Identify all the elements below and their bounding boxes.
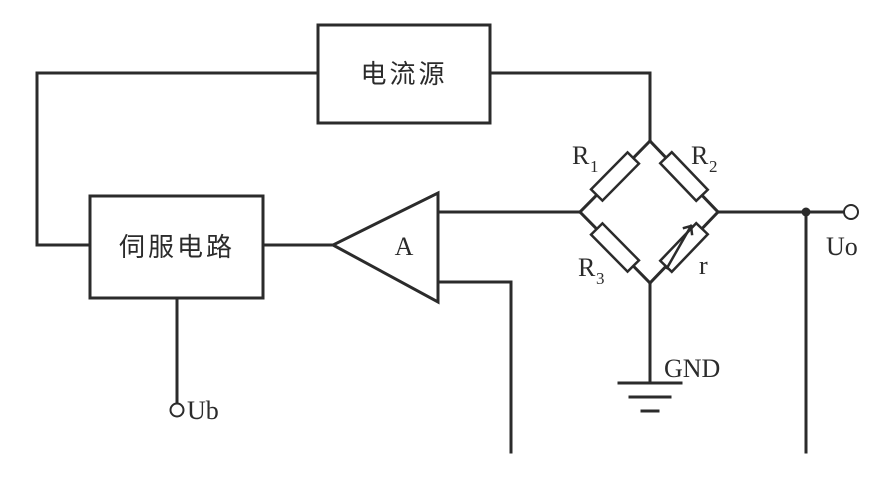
- servo-circuit-block: [88, 194, 265, 300]
- ground-label: GND: [664, 354, 720, 383]
- r3-label-sub: 3: [596, 269, 605, 288]
- r1-label-letter: R: [572, 141, 590, 170]
- wire-source-to-servo: [35, 71, 320, 247]
- bridge: [577, 138, 721, 286]
- resistor-r1: [589, 150, 641, 203]
- r1-label-sub: 1: [590, 157, 599, 176]
- resistor-r3: [589, 221, 641, 274]
- r2-label-sub: 2: [709, 157, 718, 176]
- junction-dot: [801, 207, 811, 217]
- amplifier-triangle: [329, 190, 440, 305]
- wire-amp-lower-input: [436, 280, 513, 454]
- output-terminal-label: Uo: [826, 232, 858, 261]
- servo-circuit-label: 伺服电路: [119, 233, 235, 263]
- r2-label-letter: R: [691, 141, 709, 170]
- resistor-r2: [658, 150, 710, 203]
- wire-source-to-bridge-top: [488, 71, 652, 143]
- ub-terminal: [169, 402, 185, 418]
- r3-label-letter: R: [578, 253, 596, 282]
- ground-symbol: [617, 381, 683, 413]
- amplifier-label: A: [395, 232, 414, 261]
- ub-terminal-label: Ub: [187, 396, 219, 425]
- r-variable-label: r: [699, 251, 708, 280]
- output-terminal: [843, 204, 859, 220]
- current-source-block: [316, 23, 492, 125]
- variable-resistor-arrowhead: [682, 224, 694, 236]
- wires: [35, 71, 845, 454]
- current-source-label: 电流源: [360, 60, 447, 90]
- variable-resistor-arrow: [665, 224, 693, 270]
